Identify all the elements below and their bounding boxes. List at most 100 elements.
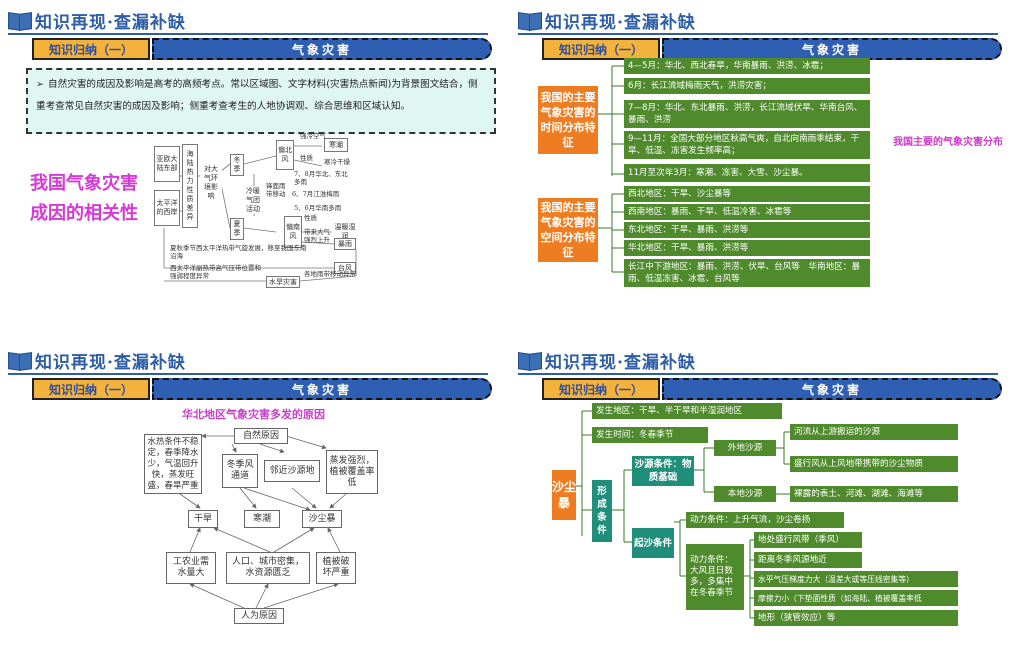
- note: 我国主要的气象灾害分布: [893, 137, 1003, 148]
- power-p3: 水平气压梯度力大（温差大或等压线密集等）: [754, 571, 958, 587]
- header-title: 知识再现·查漏补缺: [545, 352, 696, 373]
- time-row: 11月至次年3月：寒潮、冻害、大雪、沙尘暴。: [624, 164, 870, 182]
- raise-box: 起沙条件: [632, 528, 674, 558]
- space-row: 东北地区：干旱、暴雨、洪涝等: [624, 222, 870, 238]
- header-underline: [518, 33, 998, 35]
- power-p4: 摩擦力小（下垫面性质（如海陆、植被覆盖率低: [754, 590, 958, 606]
- slide-header: 知识再现·查漏补缺: [518, 348, 696, 373]
- section-banner: 知识归纳（一） 气象灾害: [542, 38, 1004, 60]
- box-lennuan: 冷暖气团活动: [242, 186, 264, 214]
- box-coldwave: 寒潮: [244, 510, 280, 528]
- box-wenre: 温暖湿润: [332, 223, 358, 240]
- box-sand: 沙尘暴: [302, 510, 342, 528]
- banner-right: 气象灾害: [662, 38, 1002, 60]
- label-xingzhi2: 性质: [304, 214, 317, 222]
- time-row: 7—8月：华北、东北暴雨、洪涝，长江流域伏旱、华南台风、暴雨、洪涝: [624, 100, 870, 128]
- label-gedi: 各地雨带移动异常: [304, 270, 356, 278]
- intro-box: ➢自然灾害的成因及影响是高考的高频考点。常以区域图、文字材料(灾害热点新闻)为背…: [26, 68, 496, 134]
- big-title: 我国气象灾害成因的相关性: [30, 173, 138, 224]
- banner-left: 知识归纳（一）: [32, 378, 150, 400]
- box-hanchao: 寒潮: [324, 138, 348, 152]
- label-xitai: 西太平洋副热带高气压带位置和强弱程度异常: [170, 264, 261, 280]
- box-left: 水热条件不稳定，春季降水少，气温回升快，蒸发旺盛，春旱严重: [144, 434, 202, 494]
- section-banner: 知识归纳（一） 气象灾害: [32, 378, 494, 400]
- slide-header: 知识再现·查漏补缺: [518, 8, 696, 33]
- local-1: 裸露的表土、河滩、湖滩、海滩等: [790, 486, 958, 502]
- box-shuihan: 水旱灾害: [266, 276, 300, 288]
- time-row: 4—5月：华北、西北春旱，华南暴雨、洪涝、冰雹；: [624, 58, 870, 74]
- sub-title: 华北地区气象灾害多发的原因: [182, 408, 325, 421]
- slide-distribution: 知识再现·查漏补缺 知识归纳（一） 气象灾害 我国的主要气象灾害的时间分布特征 …: [514, 6, 1012, 316]
- main-box: 沙尘暴: [552, 470, 576, 520]
- branch-region: 发生地区：干旱、半干旱和半湿润地区: [592, 403, 782, 419]
- box-evap: 蒸发强烈，植被覆盖率低: [326, 450, 378, 494]
- box-h2: 人口、城市密集，水资源匮乏: [226, 552, 310, 584]
- label-daidai: 带来大气强烈上升: [304, 228, 330, 244]
- time-label: 我国的主要气象灾害的时间分布特征: [538, 86, 598, 154]
- box-h3: 植被破坏严重: [316, 552, 356, 584]
- form-box: 形成条件: [592, 480, 612, 542]
- banner-right: 气象灾害: [152, 38, 492, 60]
- space-row: 华北地区：干旱、暴雨、洪涝等: [624, 240, 870, 256]
- label-xingzhi1: 性质: [300, 154, 313, 162]
- header-title: 知识再现·查漏补缺: [35, 352, 186, 373]
- label-56: 5、6月华南多雨: [294, 204, 342, 212]
- box-dui: 对大气环境影响: [200, 165, 222, 200]
- outer-box: 外地沙源: [714, 440, 776, 456]
- power-1: 动力条件：上升气流，沙尘卷扬: [686, 512, 844, 528]
- time-row: 6月：长江流域梅雨天气，洪涝灾害；: [624, 78, 870, 94]
- time-row: 9—11月：全国大部分地区秋高气爽，自北向南雨季结束，干旱、低温、冻害发生频率高…: [624, 131, 870, 159]
- box-yazhou: 亚欧大陆东部: [154, 146, 180, 182]
- slide-header: 知识再现·查漏补缺: [8, 8, 186, 33]
- space-row: 西南地区：暴雨、干旱、低温冷害、冰雹等: [624, 204, 870, 220]
- power-2: 动力条件：大风且日数多，多集中在冬春季节: [686, 544, 744, 610]
- power-p2: 距离冬季风源地近: [754, 552, 862, 568]
- box-natural: 自然原因: [234, 428, 288, 444]
- banner-left: 知识归纳（一）: [542, 38, 660, 60]
- header-title: 知识再现·查漏补缺: [545, 12, 696, 33]
- slide-header: 知识再现·查漏补缺: [8, 348, 186, 373]
- box-dongji: 冬季: [230, 154, 244, 176]
- book-icon: [8, 351, 32, 369]
- header-underline: [518, 373, 998, 375]
- box-taiping: 太平洋的西岸: [154, 190, 180, 226]
- space-row: 西北地区：干旱、沙尘暴等: [624, 186, 870, 202]
- box-near: 邻近沙源地: [264, 460, 320, 482]
- outer-1: 河流从上游搬运的沙源: [790, 424, 958, 440]
- banner-left: 知识归纳（一）: [542, 378, 660, 400]
- label-qiangleng: 强冷空气: [300, 132, 326, 140]
- space-label: 我国的主要气象灾害的空间分布特征: [538, 198, 598, 262]
- box-piannan: 偏南风: [284, 216, 302, 248]
- box-haihu: 海陆热力性质差异: [182, 144, 198, 228]
- branch-time: 发生时间：冬春季节: [592, 427, 708, 443]
- slide-north-china: 知识再现·查漏补缺 知识归纳（一） 气象灾害 华北地区气象灾害多发的原因 自然原…: [4, 346, 502, 645]
- space-row: 长江中下游地区：暴雨、洪涝、伏旱、台风等 华南地区：暴雨、低温冻害、冰雹、台风等: [624, 259, 870, 287]
- power-p1: 地处盛行风带（季风）: [754, 532, 862, 548]
- box-drought: 干旱: [188, 510, 218, 528]
- book-icon: [518, 11, 542, 29]
- book-icon: [8, 11, 32, 29]
- header-underline: [8, 33, 488, 35]
- local-box: 本地沙源: [714, 486, 776, 502]
- slide-disaster-causes: 知识再现·查漏补缺 知识归纳（一） 气象灾害 ➢自然灾害的成因及影响是高考的高频…: [4, 6, 502, 316]
- arrow-right-icon: ➢: [36, 79, 45, 90]
- label-78: 7、8月华北、东北多雨: [294, 170, 348, 186]
- label-67: 6、7月江淮梅雨: [292, 190, 340, 198]
- box-h1: 工农业需水量大: [166, 552, 216, 584]
- section-banner: 知识归纳（一） 气象灾害: [542, 378, 1004, 400]
- outer-2: 盛行风从上风地带携带的沙尘物质: [790, 456, 958, 472]
- section-banner: 知识归纳（一） 气象灾害: [32, 38, 494, 60]
- label-xiaqiu: 夏秋季节西太平洋热带气旋发展，移至我国东南沿海: [170, 244, 307, 260]
- banner-right: 气象灾害: [152, 378, 492, 400]
- box-taifeng: 台风: [334, 262, 356, 274]
- box-xiaji: 夏季: [230, 218, 244, 240]
- label-fengyu: 锋面雨带移动: [266, 182, 286, 198]
- power-p5: 地形（狭管效应）等: [754, 610, 958, 626]
- box-pianbei: 偏北风: [276, 140, 294, 170]
- box-winter: 冬季风通道: [222, 454, 258, 488]
- book-icon: [518, 351, 542, 369]
- banner-right: 气象灾害: [662, 378, 1002, 400]
- box-bao: 暴雨: [334, 238, 356, 250]
- header-title: 知识再现·查漏补缺: [35, 12, 186, 33]
- box-human: 人为原因: [234, 608, 284, 624]
